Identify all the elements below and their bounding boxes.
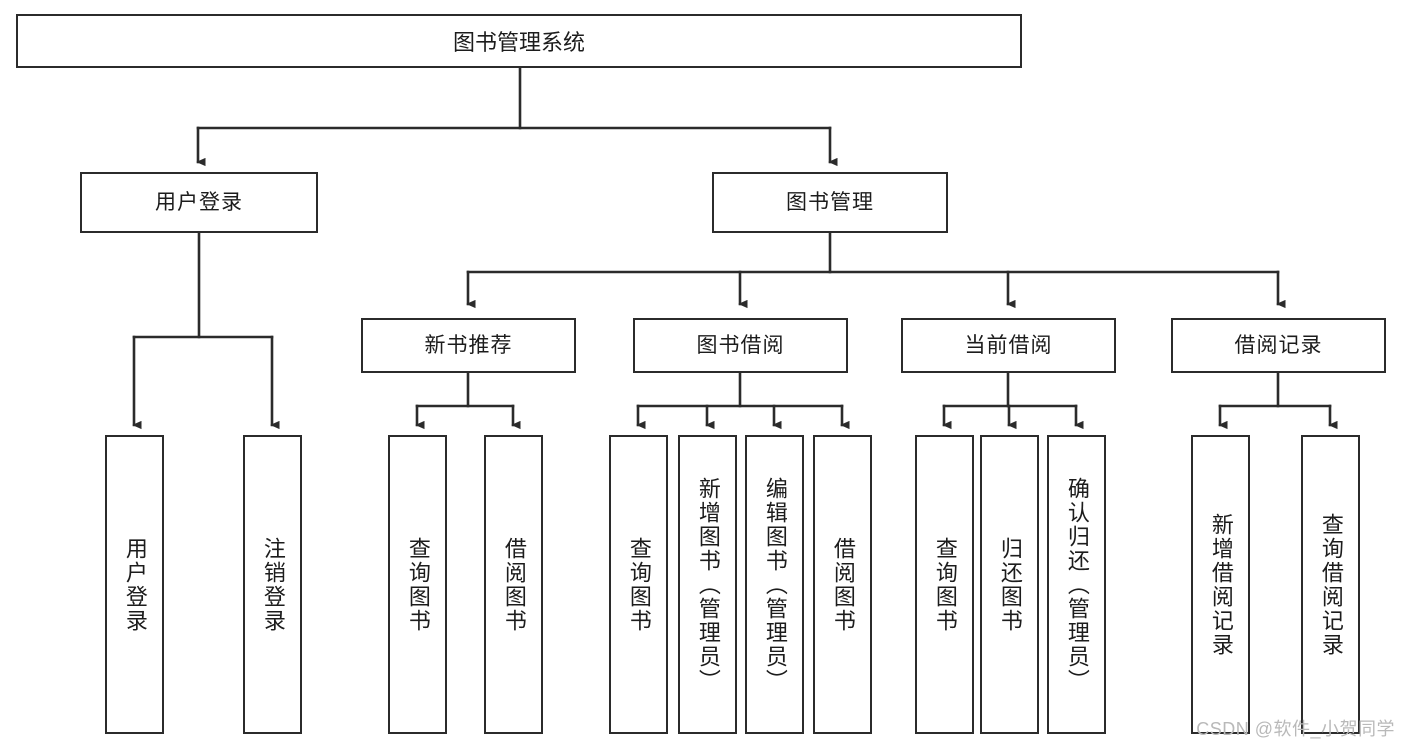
node-label: 确认归还（管理员） [1064,476,1090,693]
node-label: 用户登录 [155,190,243,214]
node-leaf-query-book-2[interactable]: 查询图书 [609,435,668,734]
node-label: 编辑图书（管理员） [762,476,788,693]
node-label: 新增借阅记录 [1208,512,1234,657]
node-leaf-add-book[interactable]: 新增图书（管理员） [678,435,737,734]
node-label: 图书管理系统 [452,30,585,55]
node-label: 借阅记录 [1234,333,1323,357]
node-leaf-borrow-book-2[interactable]: 借阅图书 [813,435,872,734]
node-label: 新增图书（管理员） [695,476,721,693]
node-leaf-query-book-3[interactable]: 查询图书 [915,435,974,734]
node-leaf-query-record[interactable]: 查询借阅记录 [1301,435,1360,734]
node-leaf-borrow-book-1[interactable]: 借阅图书 [484,435,543,734]
node-borrow-record[interactable]: 借阅记录 [1171,318,1386,373]
node-leaf-return-book[interactable]: 归还图书 [980,435,1039,734]
node-label: 借阅图书 [501,536,527,633]
node-current-borrow[interactable]: 当前借阅 [901,318,1116,373]
node-leaf-user-login[interactable]: 用户登录 [105,435,164,734]
node-leaf-query-book-1[interactable]: 查询图书 [388,435,447,734]
node-leaf-add-record[interactable]: 新增借阅记录 [1191,435,1250,734]
node-root-book-management-system[interactable]: 图书管理系统 [16,14,1022,68]
node-label: 当前借阅 [964,333,1053,357]
node-label: 注销登录 [260,536,286,633]
node-label: 新书推荐 [424,333,513,357]
node-book-management[interactable]: 图书管理 [712,172,948,233]
node-label: 图书管理 [786,190,874,214]
node-label: 借阅图书 [830,536,856,633]
node-leaf-logout[interactable]: 注销登录 [243,435,302,734]
watermark: CSDN @软件_小贺同学 [1196,719,1395,739]
node-label: 查询图书 [405,536,431,633]
node-leaf-confirm-return[interactable]: 确认归还（管理员） [1047,435,1106,734]
node-label: 图书借阅 [696,333,785,357]
node-user-login[interactable]: 用户登录 [80,172,318,233]
node-leaf-edit-book[interactable]: 编辑图书（管理员） [745,435,804,734]
node-label: 归还图书 [997,536,1023,633]
node-new-book-recommend[interactable]: 新书推荐 [361,318,576,373]
node-book-borrow[interactable]: 图书借阅 [633,318,848,373]
node-label: 查询图书 [626,536,652,633]
node-label: 查询图书 [932,536,958,633]
node-label: 查询借阅记录 [1318,512,1344,657]
node-label: 用户登录 [122,536,148,633]
